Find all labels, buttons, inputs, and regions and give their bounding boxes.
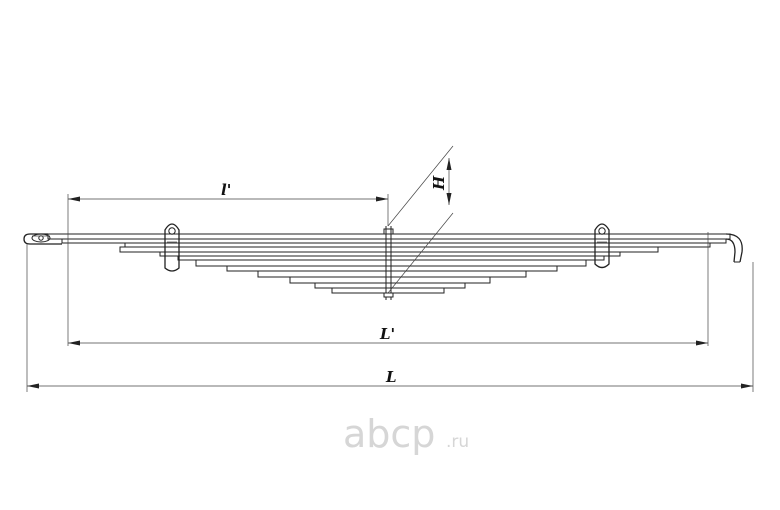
leaf-5 <box>159 251 621 257</box>
leaf-4 <box>119 246 659 253</box>
right-clamp <box>594 223 610 269</box>
leaf-9 <box>257 270 527 278</box>
dimension-half-length: l' <box>68 181 388 202</box>
left-spring-eye <box>23 233 62 245</box>
extension-lines <box>26 194 754 392</box>
main-leaf <box>47 233 731 240</box>
left-clamp <box>164 223 180 272</box>
dimension-height: H <box>387 145 454 294</box>
dimension-working-length: L' <box>68 325 708 346</box>
leaf-11 <box>314 282 466 289</box>
center-bolt <box>383 226 394 300</box>
leaf-10 <box>289 276 491 284</box>
leaf-12 <box>331 287 445 294</box>
right-hook-end <box>725 233 743 263</box>
label-full-length: L <box>385 368 397 386</box>
leaf-3 <box>124 242 711 248</box>
watermark-logo: abcp .ru <box>343 412 469 456</box>
label-height: H <box>430 175 448 191</box>
watermark-brand: abcp <box>343 412 435 456</box>
label-half-length: l' <box>221 181 231 199</box>
label-working-length: L' <box>379 325 395 343</box>
watermark-tld: .ru <box>446 432 469 452</box>
dimension-full-length: L <box>27 368 753 389</box>
leaf-8 <box>226 265 558 272</box>
spring-leaf-stack <box>47 233 731 294</box>
second-leaf <box>61 238 727 244</box>
